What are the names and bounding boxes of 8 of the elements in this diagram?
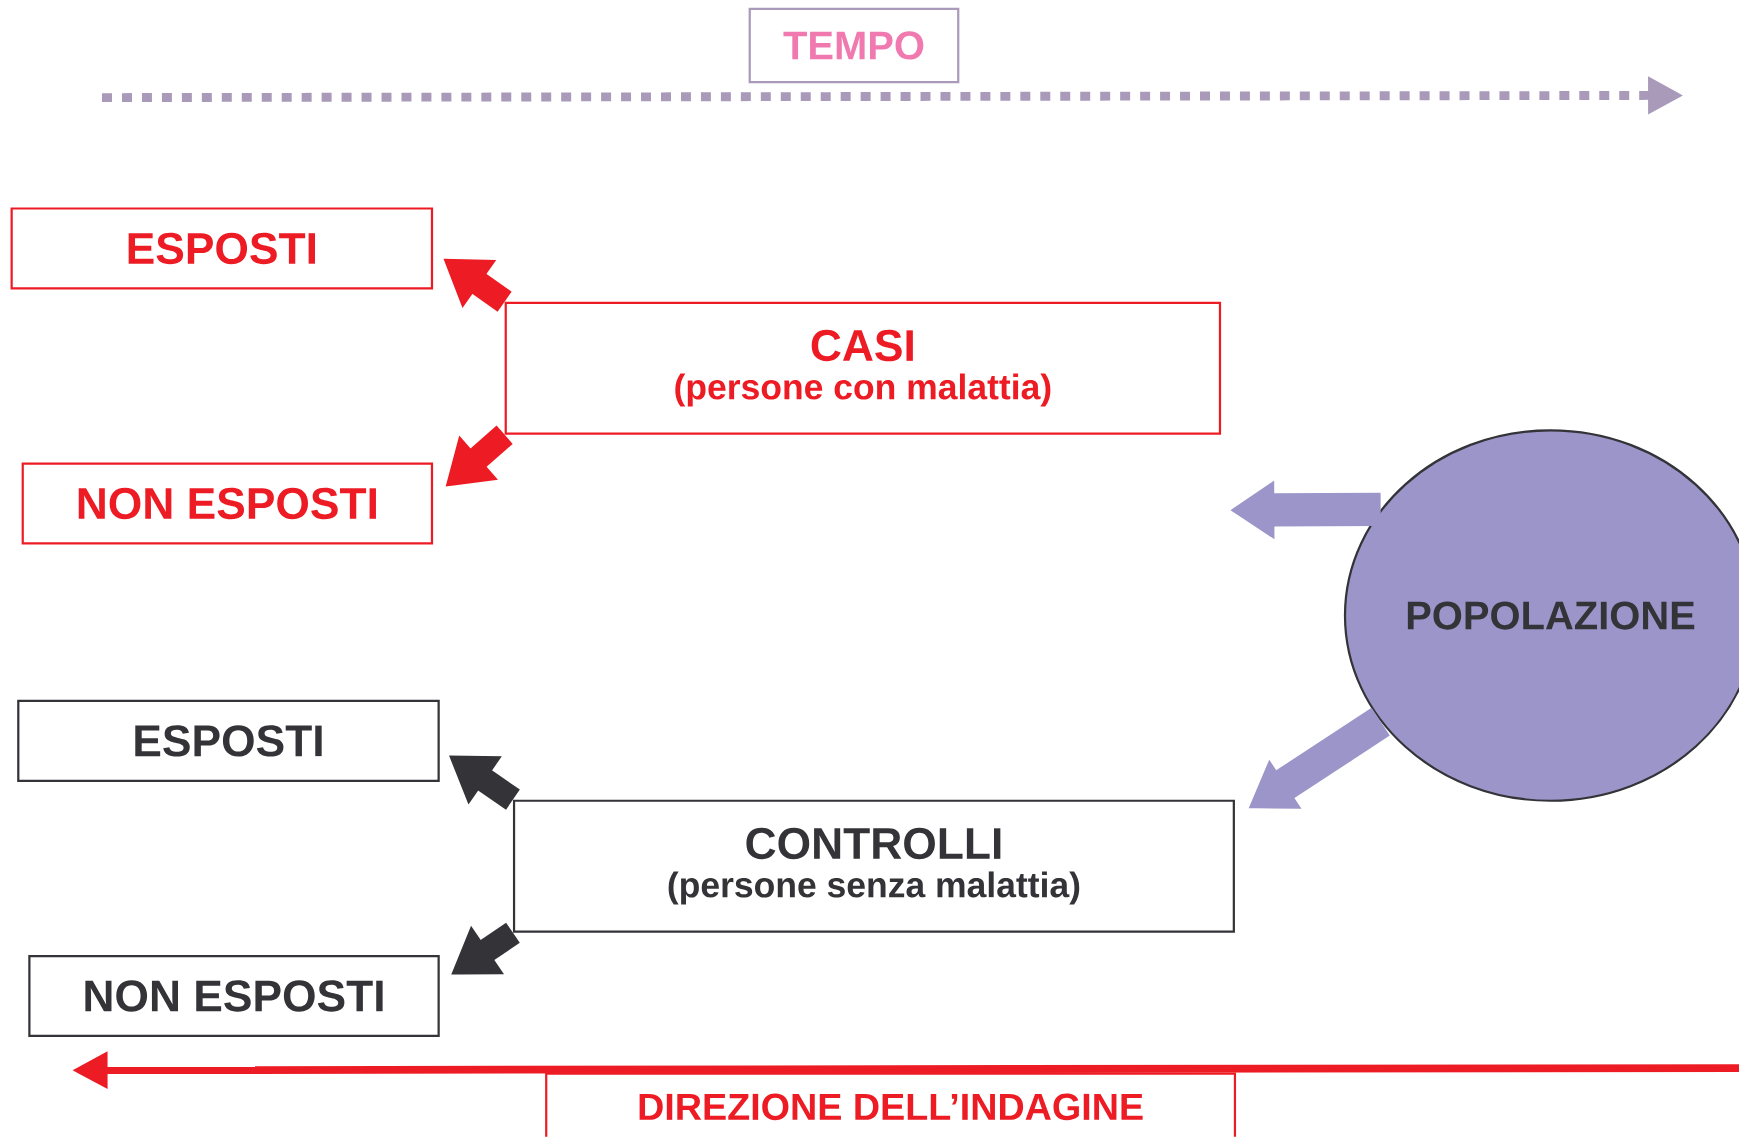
label-box: DIREZIONE DELL’INDAGINE	[545, 1072, 1237, 1137]
group-box: ESPOSTI	[10, 207, 434, 290]
title-box: TEMPO	[748, 7, 960, 84]
group-box: NON ESPOSTI	[28, 955, 440, 1038]
group-box: NON ESPOSTI	[21, 462, 434, 545]
group-box: CASI (persone con malattia)	[504, 301, 1222, 435]
group-box: ESPOSTI	[17, 699, 440, 782]
group-box: CONTROLLI (persone senza malattia)	[512, 799, 1235, 933]
